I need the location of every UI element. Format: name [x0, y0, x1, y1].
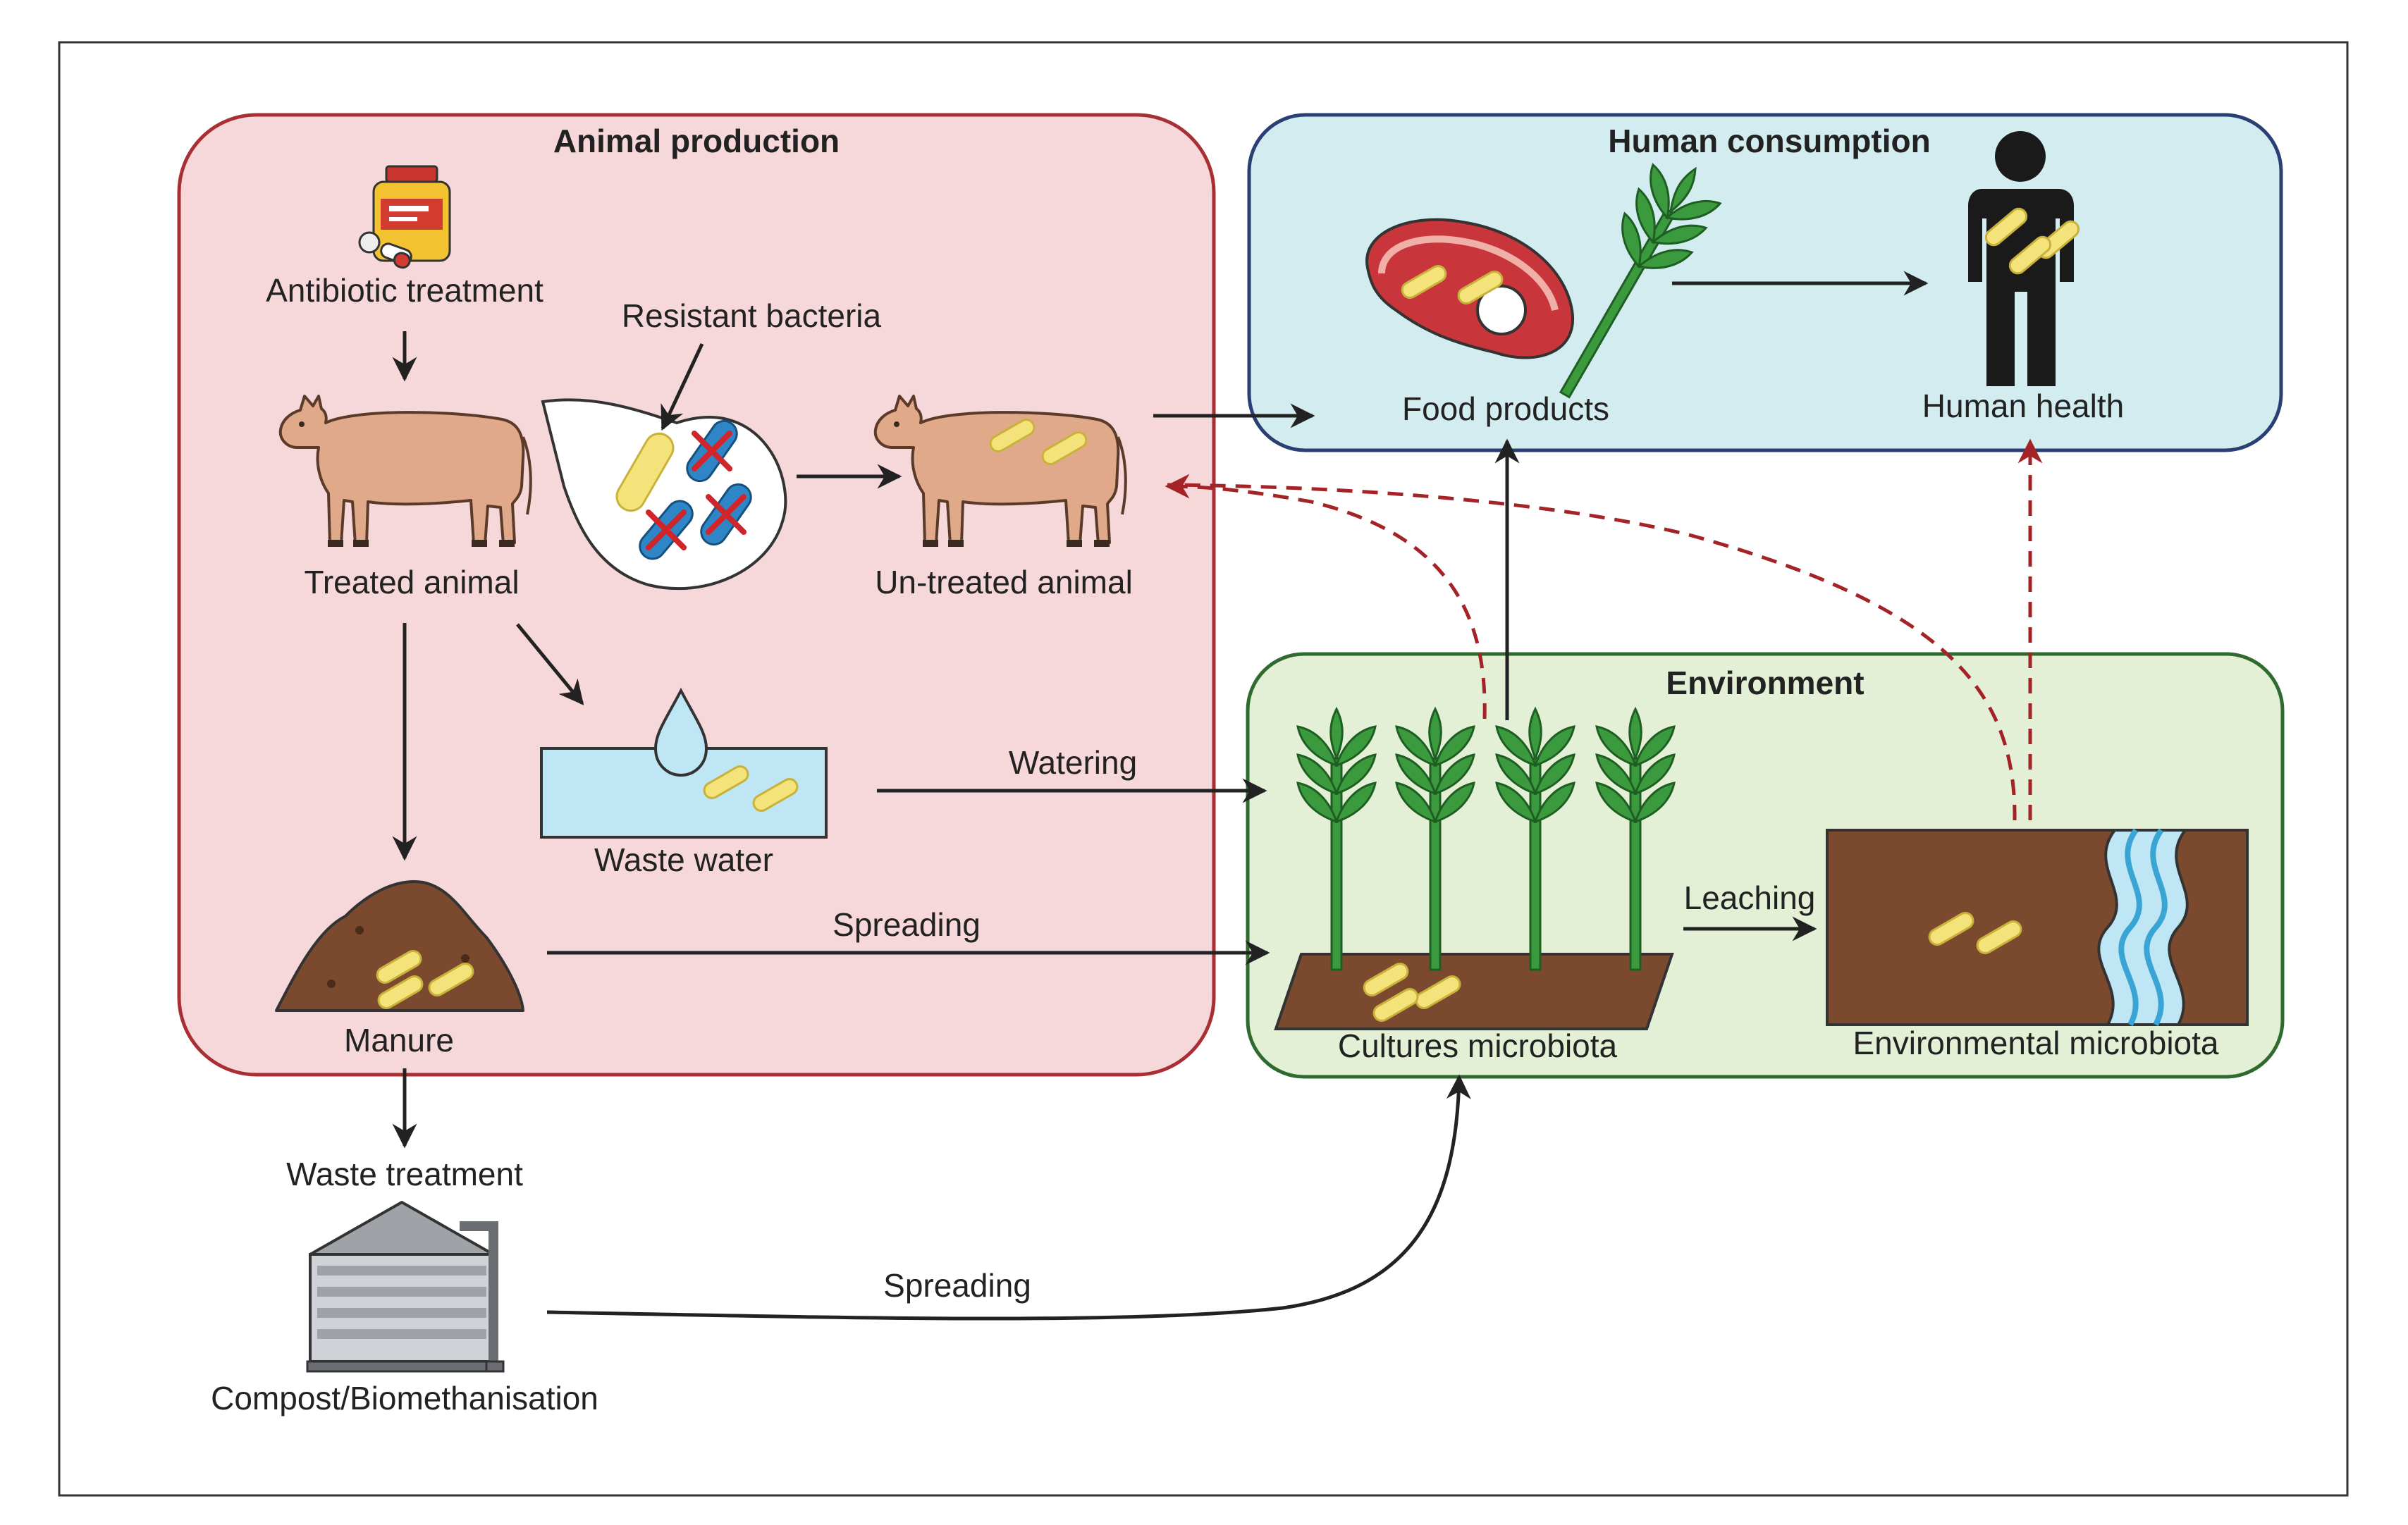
food-products-label: Food products — [1402, 390, 1609, 427]
outer-frame — [58, 41, 2349, 1497]
waste-water-label: Waste water — [594, 841, 773, 878]
human-figure-icon — [1968, 131, 2083, 386]
waste-treatment-label: Waste treatment — [286, 1156, 523, 1192]
manure-label: Manure — [344, 1022, 454, 1058]
panel-animal-production-title: Animal production — [553, 123, 840, 159]
dashed-cultures-to-untreated — [1165, 474, 1487, 720]
arrow-resistant-pointer — [661, 342, 704, 431]
cultures-field-icon — [1274, 708, 1676, 1030]
panel-animal-production-box — [177, 113, 1216, 1077]
food-products-icon — [1365, 148, 1731, 415]
antibiotic-treatment-label: Antibiotic treatment — [266, 272, 543, 309]
arrow-treated-to-wastewater — [516, 623, 584, 705]
leaching-label: Leaching — [1684, 879, 1816, 916]
human-health-label: Human health — [1922, 388, 2124, 424]
panel-environment-title: Environment — [1666, 665, 1864, 701]
spreading-manure-label: Spreading — [833, 906, 981, 943]
resistant-bacteria-bubble — [541, 398, 787, 591]
compost-label: Compost/Biomethanisation — [211, 1380, 598, 1416]
compost-silo-icon — [306, 1201, 505, 1373]
dashed-environmental-to-untreated — [1167, 483, 2017, 821]
arrow-compost-to-cultures — [546, 1074, 1471, 1321]
waste-water-icon — [540, 687, 828, 839]
watering-label: Watering — [1009, 744, 1137, 781]
antibiotic-jar-icon — [358, 165, 451, 269]
cultures-microbiota-label: Cultures microbiota — [1338, 1027, 1618, 1064]
environmental-soil-icon — [1826, 828, 2249, 1026]
panel-human-consumption-title: Human consumption — [1608, 123, 1930, 159]
manure-icon — [275, 880, 524, 1013]
treated-animal-label: Treated animal — [304, 564, 519, 600]
environmental-microbiota-label: Environmental microbiota — [1853, 1025, 2218, 1061]
spreading-compost-label: Spreading — [883, 1267, 1031, 1304]
resistant-bacteria-label: Resistant bacteria — [622, 297, 882, 334]
untreated-animal-label: Un-treated animal — [875, 564, 1133, 600]
panel-animal-production: Animal production — [177, 113, 1216, 1077]
